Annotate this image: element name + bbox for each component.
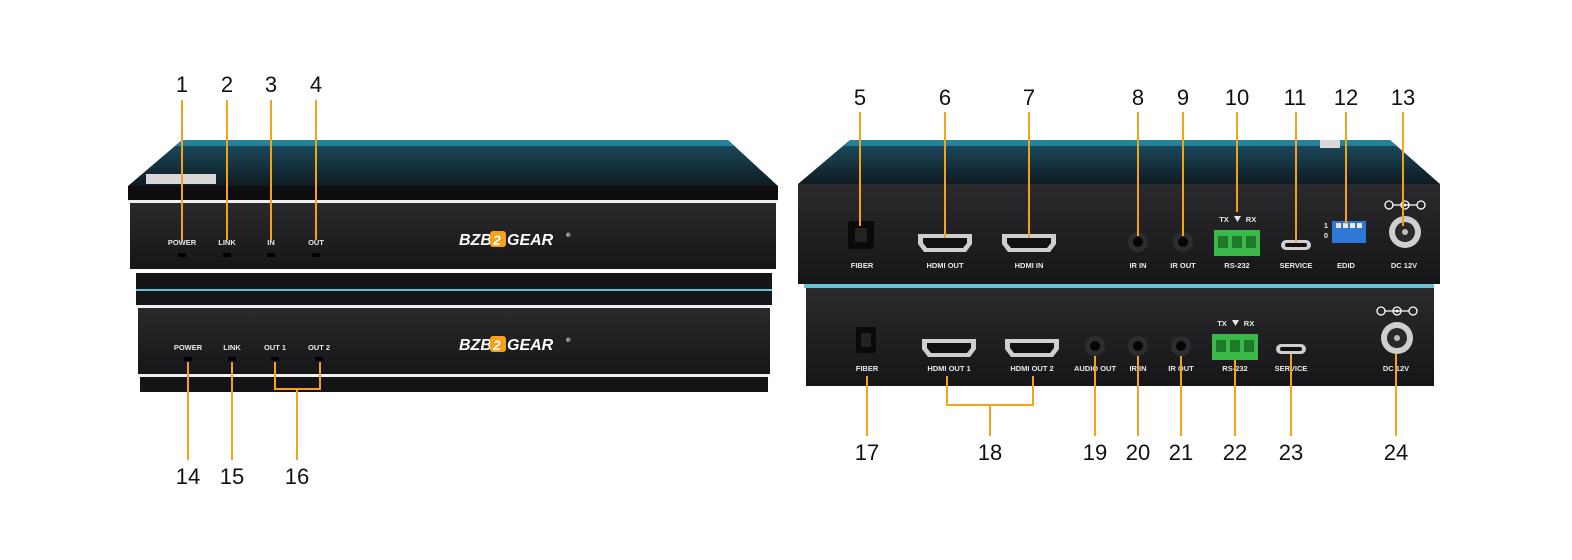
callout-number: 18 [978,440,1002,465]
ground-arrow-icon [1232,320,1239,326]
rs232-tx-label: TX [1219,215,1229,224]
transmitter-front-unit: BZB 2 GEAR ® POWER LINK IN OUT [128,140,778,289]
dc-power-jack [1389,216,1421,248]
transmitter-front-panel [130,203,776,269]
out1-led-label: OUT 1 [264,343,286,352]
callout-number: 11 [1284,85,1307,110]
hdmi-out-1-label: HDMI OUT 1 [927,364,970,373]
transmitter-rear-unit: TX RX 1 0 FIBER HDMI OUT [798,140,1440,284]
dip-zero-label: 0 [1324,231,1328,240]
out2-led [315,357,323,361]
brand-logo-mark: 2 [492,232,501,248]
link-led-label: LINK [223,343,241,352]
callout-number: 10 [1225,85,1249,110]
hdmi-out-label: HDMI OUT [926,261,963,270]
callout-number: 16 [285,464,309,489]
callout-number: 22 [1223,440,1247,465]
callout-number: 12 [1334,85,1358,110]
dc-12v-label: DC 12V [1391,261,1417,270]
callout-number: 21 [1169,440,1193,465]
dip-one-label: 1 [1324,221,1328,230]
receiver-rear-panel [806,288,1434,386]
callout-number: 14 [176,464,200,489]
callout-number: 5 [854,85,866,110]
brand-logo: BZB 2 GEAR ® [459,231,571,249]
fiber-label: FIBER [856,364,879,373]
link-led-label: LINK [218,238,236,247]
edid-dip-switch [1332,221,1366,243]
hdmi-out-port [918,234,972,252]
rs232-tx-label: TX [1217,319,1227,328]
callout-number: 24 [1384,440,1408,465]
ground-arrow-icon [1234,216,1241,222]
polarity-icon [1384,200,1426,210]
callout-number: 7 [1023,85,1035,110]
receiver-rear-unit: TX RX FIBER HDMI OUT 1 HDMI OUT 2 AUDIO … [804,284,1434,386]
rs232-rx-label: RX [1244,319,1254,328]
registered-mark: ® [566,337,571,344]
out1-led [271,357,279,361]
callout-number: 17 [855,440,879,465]
callout-number: 1 [176,72,188,97]
power-led [178,253,186,257]
registered-mark: ® [566,232,571,239]
dc-power-jack [1381,322,1413,354]
in-led-label: IN [267,238,275,247]
brand-logo-text: BZB [459,337,492,354]
polarity-icon [1376,306,1418,316]
brand-logo-suffix: GEAR [507,337,554,354]
hdmi-in-port [1002,234,1056,252]
receiver-front-unit: BZB 2 GEAR ® POWER LINK OUT 1 OUT 2 [136,289,772,392]
in-led [267,253,275,257]
hdmi-out-2-port [1005,339,1059,357]
receiver-front-panel [138,308,770,374]
brand-logo-suffix: GEAR [507,232,554,249]
rs232-terminal-block [1212,334,1258,360]
callout-number: 3 [265,72,277,97]
rs232-label: RS-232 [1224,261,1249,270]
brand-logo-mark: 2 [492,337,501,353]
hdmi-out-2-label: HDMI OUT 2 [1010,364,1053,373]
out-led-label: OUT [308,238,324,247]
brand-logo: BZB 2 GEAR ® [459,336,571,354]
fiber-label: FIBER [851,261,874,270]
callout-number: 9 [1177,85,1189,110]
rear-callouts: 5 6 7 8 9 10 11 12 13 17 18 19 20 21 22 … [854,85,1415,465]
callout-number: 20 [1126,440,1150,465]
callout-number: 15 [220,464,244,489]
brand-logo-text: BZB [459,232,492,249]
ir-out-label: IR OUT [1170,261,1196,270]
callout-number: 19 [1083,440,1107,465]
power-led-label: POWER [168,238,197,247]
edid-label: EDID [1337,261,1356,270]
link-led [228,357,236,361]
callout-number: 6 [939,85,951,110]
service-label: SERVICE [1280,261,1313,270]
callout-number: 2 [221,72,233,97]
callout-number: 13 [1391,85,1415,110]
callout-number: 8 [1132,85,1144,110]
rs232-terminal-block [1214,230,1260,256]
rs232-rx-label: RX [1246,215,1256,224]
callout-number: 4 [310,72,322,97]
ir-in-label: IR IN [1129,261,1146,270]
out-led [312,253,320,257]
link-led [223,253,231,257]
hdmi-out-1-port [922,339,976,357]
front-callouts: 1 2 3 4 14 15 16 [176,72,322,489]
callout-number: 23 [1279,440,1303,465]
out2-led-label: OUT 2 [308,343,330,352]
power-led-label: POWER [174,343,203,352]
hdmi-in-label: HDMI IN [1015,261,1044,270]
power-led [184,357,192,361]
